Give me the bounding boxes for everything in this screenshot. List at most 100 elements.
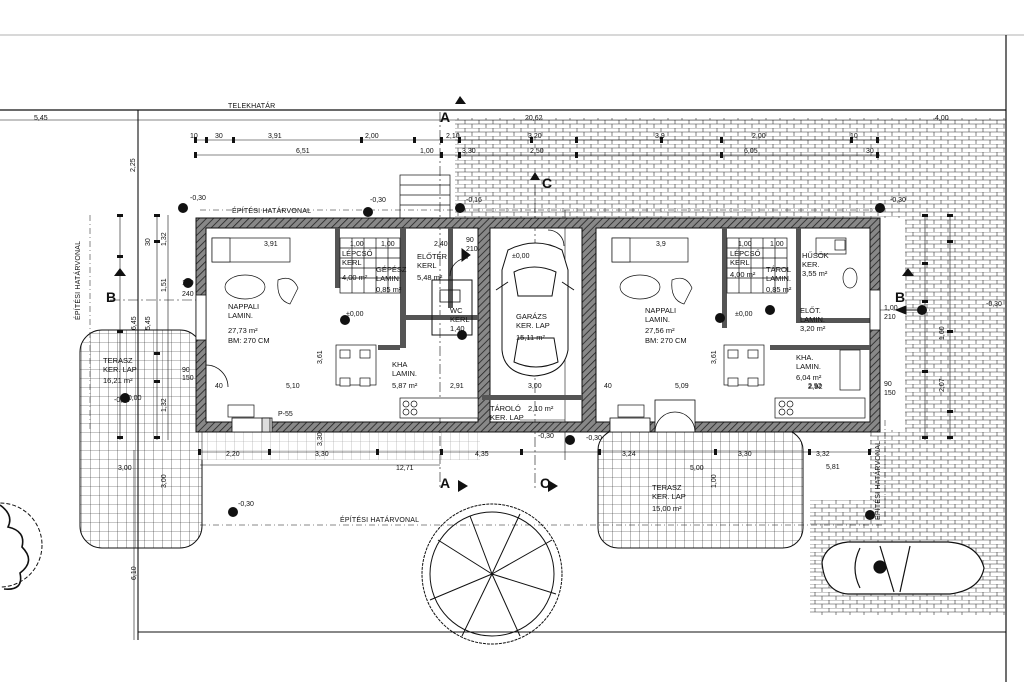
svg-text:LAMIN.: LAMIN. <box>228 311 253 320</box>
svg-text:1,00: 1,00 <box>738 241 752 248</box>
svg-text:5,10: 5,10 <box>286 383 300 390</box>
svg-text:LAMIN.: LAMIN. <box>796 362 821 371</box>
svg-text:2,50: 2,50 <box>530 148 544 155</box>
car-icon <box>495 242 575 377</box>
svg-text:-0,16: -0,16 <box>466 197 482 204</box>
svg-text:3,61: 3,61 <box>711 350 718 364</box>
svg-text:3,9: 3,9 <box>656 241 666 248</box>
svg-text:BM: 270 CM: BM: 270 CM <box>645 336 687 345</box>
svg-text:-0,30: -0,30 <box>114 397 130 404</box>
svg-text:1,60: 1,60 <box>939 326 946 340</box>
section-markers <box>114 96 914 492</box>
svg-text:90: 90 <box>884 381 892 388</box>
epitesi-left-label: ÉPÍTÉSI HATÁRVONAL <box>73 241 82 320</box>
svg-text:LÉPCSŐ: LÉPCSŐ <box>730 249 761 258</box>
section-c-top: C <box>542 175 552 191</box>
svg-text:27,73 m²: 27,73 m² <box>228 326 258 335</box>
stairs <box>339 174 788 294</box>
svg-text:6,51: 6,51 <box>296 148 310 155</box>
annotations: TELEKHATÁR ÉPÍTÉSI HATÁRVONAL ÉPÍTÉSI HA… <box>73 101 905 524</box>
svg-text:4,00: 4,00 <box>935 115 949 122</box>
epitesi-bottom-label: ÉPÍTÉSI HATÁRVONAL <box>340 515 419 524</box>
svg-text:5,09: 5,09 <box>675 383 689 390</box>
svg-text:ELŐTÉR: ELŐTÉR <box>417 252 448 261</box>
tree-icon-center <box>421 503 563 645</box>
windows <box>195 229 881 433</box>
svg-text:2,25: 2,25 <box>130 158 137 172</box>
svg-text:150: 150 <box>182 280 194 287</box>
svg-text:3,20: 3,20 <box>528 133 542 140</box>
svg-text:-0,30: -0,30 <box>890 197 906 204</box>
svg-text:GARÁZS: GARÁZS <box>516 312 547 321</box>
entrance-arrows <box>461 248 920 315</box>
svg-text:150: 150 <box>884 390 896 397</box>
svg-text:-0,30: -0,30 <box>190 195 206 202</box>
svg-text:TERASZ: TERASZ <box>103 356 133 365</box>
svg-text:30: 30 <box>145 238 152 246</box>
tree-icon-left <box>0 502 43 590</box>
svg-text:5,81: 5,81 <box>826 464 840 471</box>
svg-text:90: 90 <box>466 237 474 244</box>
section-b-left: B <box>106 289 116 305</box>
svg-text:2,00: 2,00 <box>752 133 766 140</box>
plot-boundaries <box>0 109 1006 640</box>
svg-text:LAMIN.: LAMIN. <box>392 369 417 378</box>
svg-text:5,45: 5,45 <box>34 115 48 122</box>
svg-text:LAMIN.: LAMIN. <box>800 315 825 324</box>
svg-text:KERL: KERL <box>417 261 437 270</box>
svg-text:1,32: 1,32 <box>161 398 168 412</box>
section-a-top: A <box>440 109 450 125</box>
svg-text:4,00 m²: 4,00 m² <box>342 273 368 282</box>
svg-text:40: 40 <box>215 383 223 390</box>
telekhatar-label: TELEKHATÁR <box>228 101 275 110</box>
car-icon-parking <box>821 541 985 595</box>
room-labels: NAPPALI LAMIN. 27,73 m² BM: 270 CM LÉPCS… <box>103 249 829 513</box>
svg-text:40: 40 <box>604 383 612 390</box>
svg-text:KERL: KERL <box>450 315 470 324</box>
svg-text:6,45: 6,45 <box>131 316 138 330</box>
svg-text:2,00: 2,00 <box>365 133 379 140</box>
svg-text:240: 240 <box>182 291 194 298</box>
svg-text:2,10 m²: 2,10 m² <box>528 404 554 413</box>
svg-text:5,48 m²: 5,48 m² <box>417 273 443 282</box>
svg-text:3,30: 3,30 <box>738 451 752 458</box>
svg-text:KERL: KERL <box>730 258 750 267</box>
svg-text:3,91: 3,91 <box>264 241 278 248</box>
dimension-ticks <box>117 137 953 455</box>
epitesi-right-label: ÉPÍTÉSI HATÁRVONAL <box>873 441 882 520</box>
svg-text:6,04 m²: 6,04 m² <box>796 373 822 382</box>
svg-text:210: 210 <box>466 246 478 253</box>
svg-text:30: 30 <box>866 148 874 155</box>
svg-text:3,30: 3,30 <box>462 148 476 155</box>
svg-text:-0,30: -0,30 <box>586 435 602 442</box>
svg-text:2,10: 2,10 <box>446 133 460 140</box>
svg-text:LAMIN.: LAMIN. <box>645 315 670 324</box>
svg-text:3,32: 3,32 <box>816 451 830 458</box>
svg-text:NAPPALI: NAPPALI <box>645 306 676 315</box>
svg-text:3,55 m²: 3,55 m² <box>802 269 828 278</box>
brick-paving <box>455 118 1005 615</box>
svg-text:NAPPALI: NAPPALI <box>228 302 259 311</box>
svg-text:±0,00: ±0,00 <box>735 311 753 318</box>
svg-text:-0,30: -0,30 <box>370 197 386 204</box>
svg-text:3,30: 3,30 <box>317 432 324 446</box>
svg-text:3,00: 3,00 <box>528 383 542 390</box>
svg-text:1,32: 1,32 <box>161 232 168 246</box>
svg-text:2,91: 2,91 <box>450 383 464 390</box>
svg-text:HŰSÖK: HŰSÖK <box>802 251 829 260</box>
svg-text:LAMIN.: LAMIN. <box>766 274 791 283</box>
svg-text:12,71: 12,71 <box>396 465 414 472</box>
svg-text:3,00: 3,00 <box>118 465 132 472</box>
dimension-text-plan: 3,91 1,00 1,00 2,40 90 210 40 ±0,00 ±0,0… <box>124 232 1002 418</box>
svg-text:2,92: 2,92 <box>808 382 823 391</box>
svg-text:3,20 m²: 3,20 m² <box>800 324 826 333</box>
svg-text:210: 210 <box>884 314 896 321</box>
svg-text:ELŐT.: ELŐT. <box>800 306 821 315</box>
building-walls <box>195 217 881 433</box>
svg-text:KER. LAP: KER. LAP <box>516 321 550 330</box>
svg-text:BM: 270 CM: BM: 270 CM <box>228 336 270 345</box>
section-a-bottom: A <box>440 475 450 491</box>
svg-text:1,00: 1,00 <box>770 241 784 248</box>
svg-text:TERASZ: TERASZ <box>652 483 682 492</box>
epitesi-top-label: ÉPÍTÉSI HATÁRVONAL <box>232 206 311 215</box>
